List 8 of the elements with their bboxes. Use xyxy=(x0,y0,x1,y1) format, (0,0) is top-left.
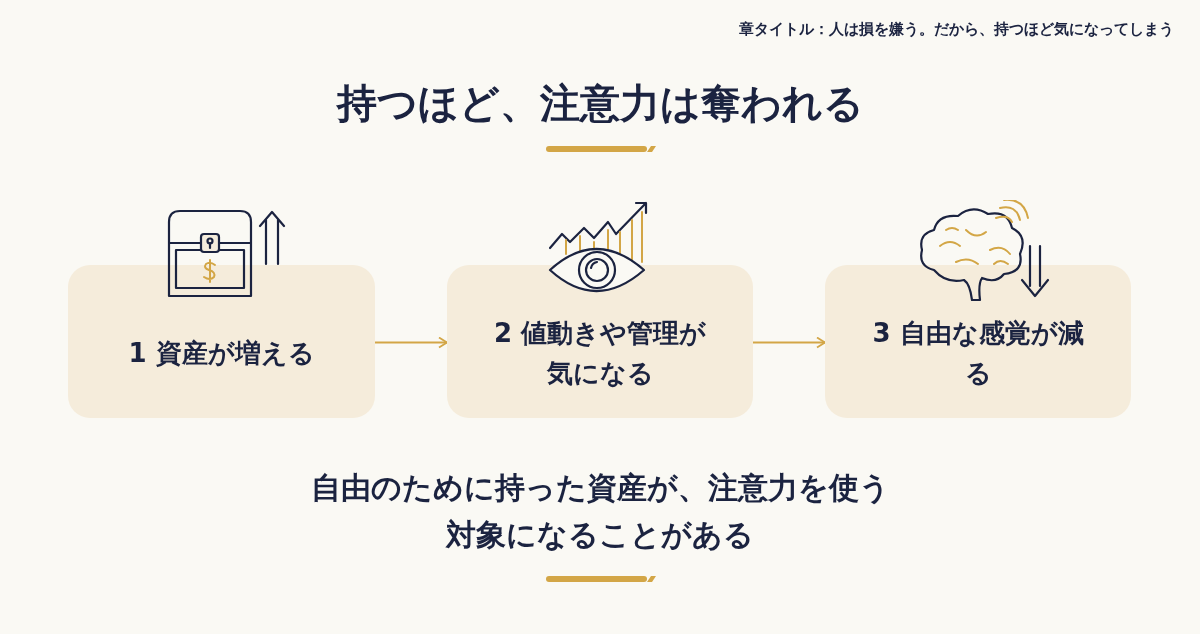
arrow xyxy=(374,336,448,349)
step-box: 2 値動きや管理が気になる xyxy=(447,265,753,418)
chapter-heading: 章タイトル：人は損を嫌う。だから、持つほど気になってしまう xyxy=(739,20,1174,39)
caption: 自由のために持った資産が、注意力を使う対象になることがある xyxy=(309,469,891,554)
arrow xyxy=(752,336,826,349)
title: 持つほど、注意力は奪われる xyxy=(335,79,865,128)
step-box: 1 資産が増える xyxy=(68,265,375,418)
step-box: 3 自由な感覚が減る xyxy=(825,265,1131,418)
